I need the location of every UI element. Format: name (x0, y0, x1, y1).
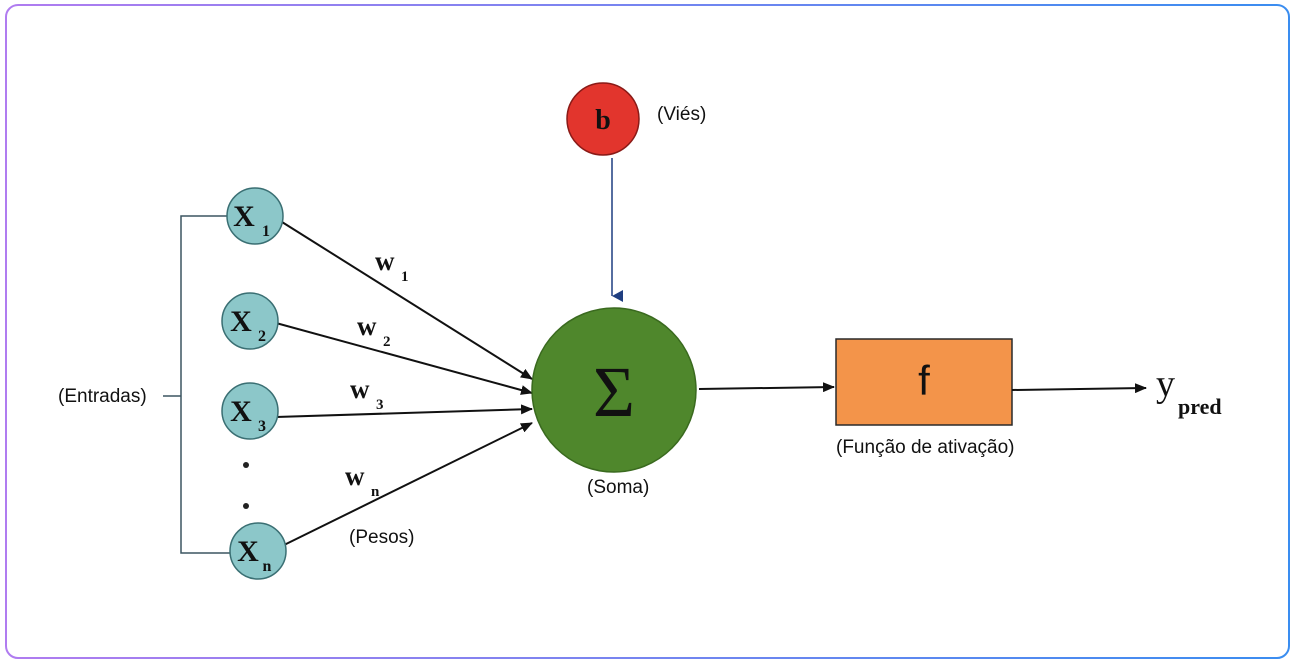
input-node-sub: n (263, 558, 272, 575)
output-base: y (1156, 363, 1175, 405)
weight-sub: 1 (401, 269, 409, 285)
weight-arrow-n (281, 422, 533, 547)
weight-label: w (345, 461, 365, 491)
weight-label-n: w n (345, 461, 380, 500)
input-node-1: X 1 (226, 187, 284, 245)
input-node-2: X 2 (221, 292, 279, 350)
activation-symbol: f (918, 357, 930, 404)
weight-arrow-3 (275, 404, 533, 418)
input-node-label: X (230, 395, 252, 428)
output-label: y pred (1156, 363, 1222, 419)
weight-sub: 2 (383, 334, 391, 350)
weight-label: w (350, 374, 370, 404)
ellipsis-dot (243, 503, 249, 509)
weight-label: w (375, 246, 395, 276)
input-node-label: X (237, 535, 259, 568)
bias-node: b (566, 82, 640, 156)
weight-label: w (357, 311, 377, 341)
weight-label-3: w 3 (350, 374, 384, 413)
sum-label: (Soma) (587, 477, 649, 498)
weight-arrow-2 (275, 322, 533, 395)
input-node-3: X 3 (221, 382, 279, 440)
ellipsis-dot (243, 462, 249, 468)
input-node-sub: 3 (258, 418, 266, 435)
input-bracket (163, 215, 232, 554)
weight-connections (275, 221, 533, 547)
input-node-n: X n (229, 522, 287, 580)
input-node-sub: 1 (262, 223, 270, 240)
weight-label-1: w 1 (375, 246, 409, 285)
inputs-group-label: (Entradas) (58, 386, 147, 407)
sum-symbol: Σ (593, 352, 635, 432)
input-node-sub: 2 (258, 328, 266, 345)
activation-label: (Função de ativação) (836, 437, 1015, 458)
weight-sub: n (371, 484, 380, 500)
input-node-label: X (233, 200, 255, 233)
output-sub: pred (1178, 394, 1222, 419)
activation-box: f (835, 338, 1013, 426)
weight-arrow-1 (281, 221, 533, 380)
bias-symbol: b (595, 105, 611, 136)
output-arrow (1011, 383, 1147, 394)
weights-group-label: (Pesos) (349, 527, 414, 548)
bias-label: (Viés) (657, 104, 706, 125)
sum-node: Σ (531, 307, 697, 473)
weight-label-2: w 2 (357, 311, 391, 350)
svg-text:X: X (233, 200, 255, 233)
input-node-label: X (230, 305, 252, 338)
weight-sub: 3 (376, 397, 384, 413)
sum-to-activation-arrow (698, 382, 835, 393)
